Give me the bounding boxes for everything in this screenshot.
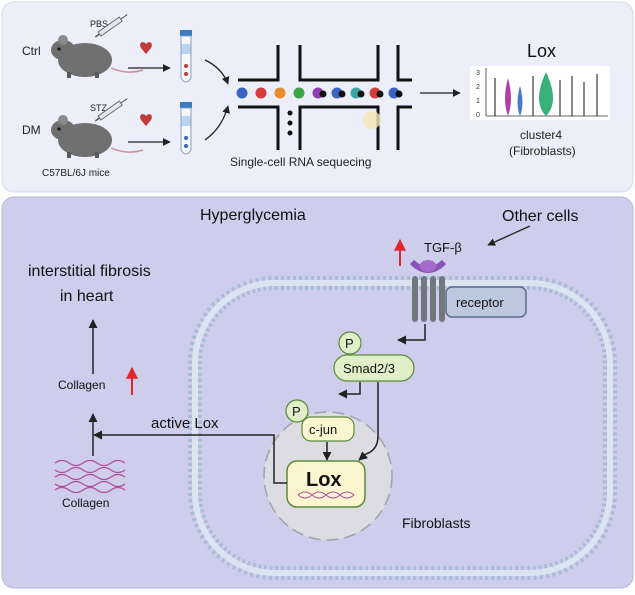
tgfb-label: TGF-β [424,240,462,255]
other-cells-label: Other cells [502,208,578,225]
arrow-lox-to-collagen [93,430,287,484]
fibrosis-label-line1: interstitial fibrosis [28,263,151,280]
receptor-box [445,286,527,318]
pbs-label: PBS [90,19,108,29]
cell-dot [255,87,267,99]
hyperglycemia-label: Hyperglycemia [200,207,306,224]
lox-box [286,460,366,508]
mouse-icon [51,35,144,78]
lox-title: Lox [527,41,556,61]
arrow-tube-ctrl-to-chip [204,59,230,85]
cell-dot [293,87,305,99]
scrna-label: Single-cell RNA sequecing [230,155,371,169]
barcode-bead [338,90,346,98]
cell-dot [236,87,248,99]
arrow-tube-dm-to-chip [204,105,230,141]
smad-box [333,354,415,382]
receptor-label: receptor [456,295,504,310]
phospho-label-smad: P [345,336,354,351]
barcode-bead [357,90,365,98]
collagen-fiber-icon [54,459,126,494]
cluster-sub-label: (Fibroblasts) [509,144,576,158]
cluster-label: cluster4 [520,128,562,142]
cjun-label: c-jun [309,422,337,437]
lox-label: Lox [306,469,342,491]
heart-icon [140,114,152,126]
arrow-smad-to-cjun [338,382,361,399]
mice-label: C57BL/6J mice [42,168,110,179]
violin-tick: 2 [476,84,480,91]
phospho-badge-cjun [285,399,309,423]
cell-membrane [188,276,617,580]
waste-dots [287,110,293,136]
fibrosis-label-line2: in heart [60,288,114,305]
mouse-icon [51,115,144,158]
dm-label: DM [22,123,41,137]
dna-icon [297,491,355,499]
violin-plot: 3 2 1 0 [470,66,610,120]
arrow-smad-to-lox [358,382,379,461]
tube-icon [180,102,192,155]
single-cell-dots [236,87,403,99]
cell-dot [274,87,286,99]
arrow-other-cells-to-tgfb [487,225,531,246]
cjun-box [301,416,355,442]
heart-icon [140,42,152,54]
barcode-bead [376,90,384,98]
barcode-bead [395,90,403,98]
violin-tick: 3 [476,70,480,77]
syringe-icon [94,14,128,38]
violin-tick: 0 [476,112,480,119]
arrow-receptor-to-smad [397,324,426,345]
tube-icon [180,30,192,83]
phospho-badge-smad [338,331,362,355]
microfluidic-chip [238,45,412,150]
collagen-bottom-label: Collagen [62,496,109,510]
stz-label: STZ [90,103,108,113]
droplet [363,111,381,129]
phospho-label-cjun: P [292,404,301,419]
syringe-icon [94,98,128,122]
smad-label: Smad2/3 [343,361,395,376]
tgfb-receptor-icon [409,259,447,322]
violin-tick: 1 [476,98,480,105]
collagen-up-label: Collagen [58,378,105,392]
active-lox-label: active Lox [151,415,219,432]
ctrl-label: Ctrl [22,44,41,58]
fibroblasts-label: Fibroblasts [402,515,470,531]
barcode-bead [319,90,327,98]
